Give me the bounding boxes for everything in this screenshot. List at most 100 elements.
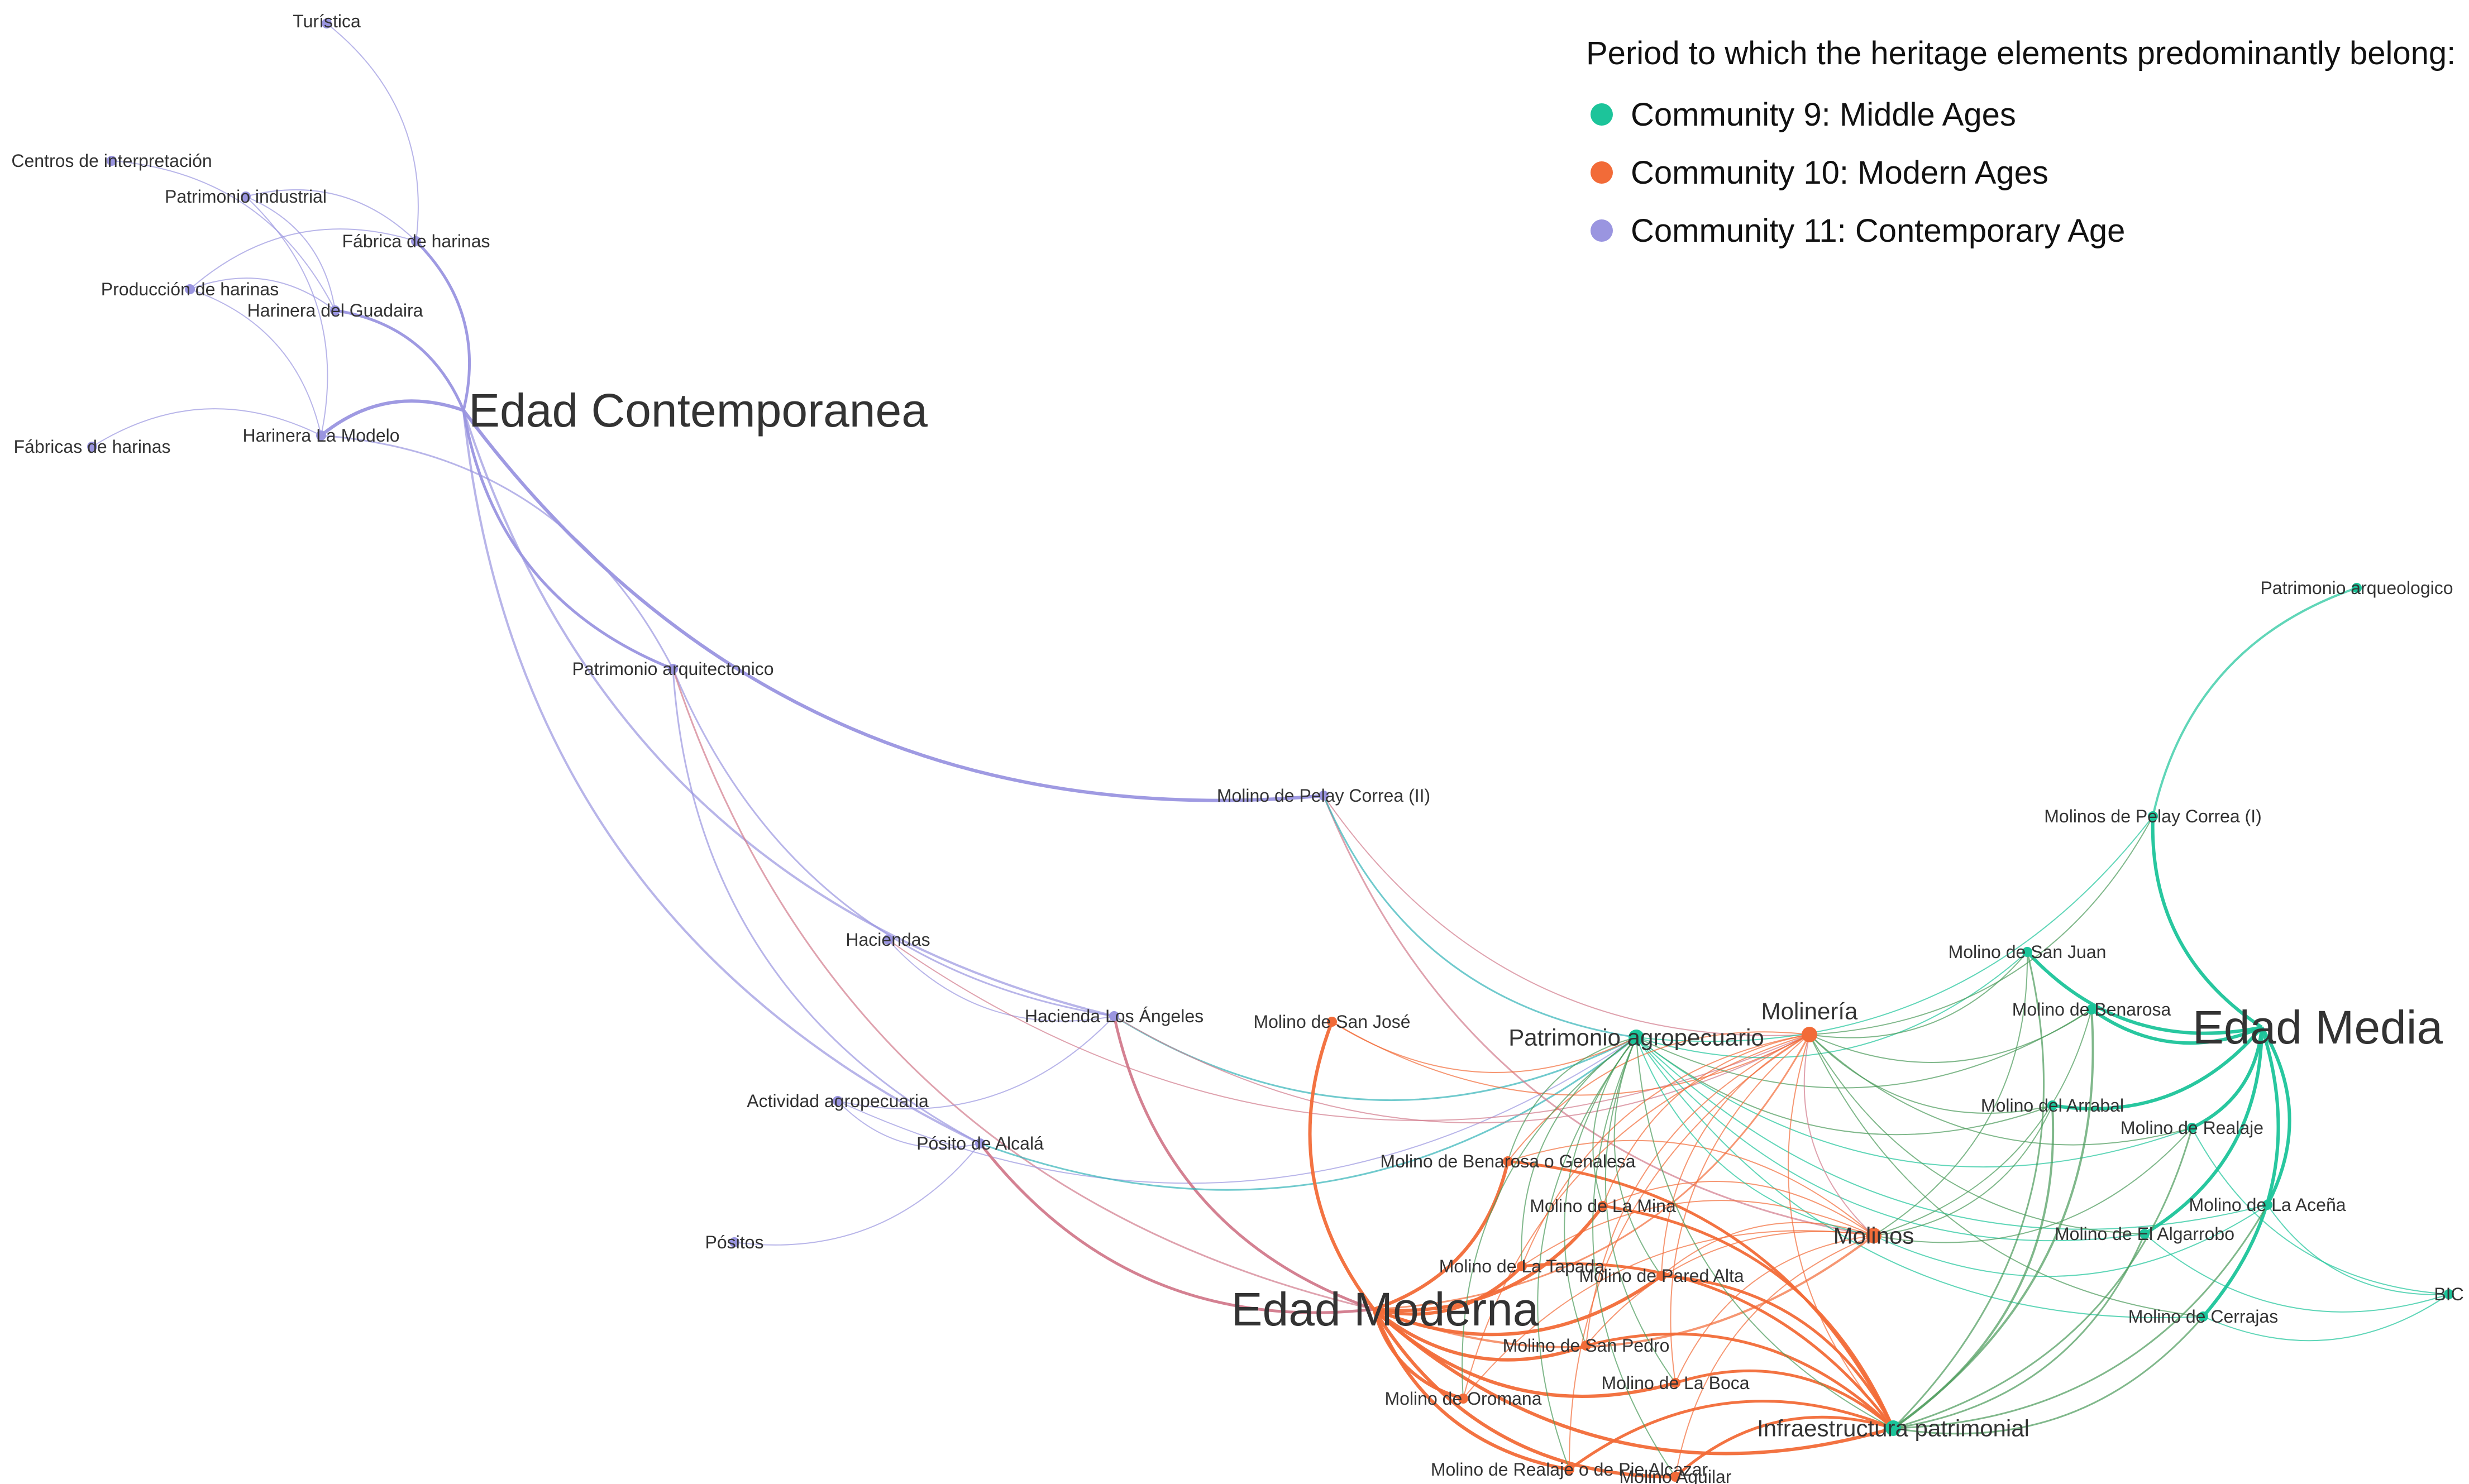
node-label-arrabal: Molino del Arrabal <box>1981 1095 2124 1116</box>
node-realajepie[interactable]: Molino de Realaje o de Pie Alcazar <box>1431 1459 1708 1480</box>
node-label-fabricas: Fábricas de harinas <box>13 437 170 457</box>
node-turistica[interactable]: Turística <box>293 11 361 31</box>
node-algarrobo[interactable]: Molino de El Algarrobo <box>2055 1224 2234 1244</box>
legend-swatch-modern-ages <box>1591 161 1613 184</box>
node-label-produccion: Producción de harinas <box>101 279 279 299</box>
node-molinos[interactable]: Molinos <box>1833 1223 1914 1249</box>
edge-edadmod-molineria <box>1373 1034 1811 1310</box>
node-fabricas[interactable]: Fábricas de harinas <box>13 437 170 457</box>
node-posito[interactable]: Pósito de Alcalá <box>916 1133 1044 1153</box>
node-label-actividad: Actividad agropecuaria <box>747 1091 929 1111</box>
node-hacienda[interactable]: Hacienda Los Ángeles <box>1025 1006 1204 1026</box>
edge-patagro-realaje <box>1636 1037 2193 1168</box>
node-patarqueo[interactable]: Patrimonio arqueologico <box>2260 578 2453 598</box>
edge-edadmod-infra <box>1372 1308 1894 1456</box>
edge-sanjose-patagro <box>1331 1021 1637 1073</box>
node-mina[interactable]: Molino de La Mina <box>1530 1196 1676 1216</box>
edge-infra-laboca <box>1675 1369 1894 1429</box>
node-label-aguilar: Molino Aguilar <box>1620 1467 1732 1484</box>
node-label-genalesa: Molino de Benarosa o Genalesa <box>1380 1151 1635 1171</box>
node-marker-pelay1 <box>2148 811 2158 821</box>
node-sanpedro[interactable]: Molino de San Pedro <box>1503 1335 1670 1356</box>
node-marker-posito <box>975 1138 985 1148</box>
node-laboca[interactable]: Molino de La Boca <box>1601 1373 1749 1393</box>
node-marker-fabrica <box>411 236 421 246</box>
edge-molinos-paredalta <box>1661 1222 1874 1276</box>
node-genalesa[interactable]: Molino de Benarosa o Genalesa <box>1380 1151 1635 1171</box>
node-patind[interactable]: Patrimonio industrial <box>165 186 327 207</box>
node-sanjose[interactable]: Molino de San José <box>1253 1012 1410 1032</box>
node-actividad[interactable]: Actividad agropecuaria <box>747 1091 929 1111</box>
node-patarq[interactable]: Patrimonio arquitectonico <box>572 659 773 679</box>
edge-modelo-fabricas <box>92 408 322 447</box>
node-edadcont[interactable]: Edad Contemporanea <box>469 384 928 437</box>
node-infra[interactable]: Infraestructura patrimonial <box>1757 1415 2029 1442</box>
node-oromana[interactable]: Molino de Oromana <box>1384 1389 1541 1409</box>
node-guadaira[interactable]: Harinera del Guadaira <box>247 300 423 320</box>
edge-molineria-arrabal <box>1809 1034 2053 1114</box>
edge-molinos-sanjuan <box>1873 951 2028 1236</box>
node-label-patind: Patrimonio industrial <box>165 186 327 207</box>
edge-infra-aguilar <box>1674 1415 1894 1478</box>
edge-algarrobo-bic <box>2144 1233 2449 1313</box>
node-label-mina: Molino de La Mina <box>1530 1196 1676 1216</box>
node-edadmedia[interactable]: Edad Media <box>2193 1001 2443 1054</box>
node-marker-positos <box>729 1237 739 1247</box>
node-label-realaje: Molino de Realaje <box>2121 1118 2263 1138</box>
node-label-sanjose: Molino de San José <box>1253 1012 1410 1032</box>
edge-infra-mina <box>1602 1204 1895 1429</box>
node-modelo[interactable]: Harinera La Modelo <box>242 425 399 446</box>
node-tapada[interactable]: Molino de La Tapada <box>1439 1256 1605 1276</box>
node-patagro[interactable]: Patrimonio agropecuario <box>1508 1025 1764 1051</box>
node-pelay2[interactable]: Molino de Pelay Correa (II) <box>1217 786 1430 806</box>
node-label-cerrajas: Molino de Cerrajas <box>2128 1306 2279 1327</box>
node-marker-oromana <box>1458 1394 1468 1404</box>
edge-molineria-infra <box>1788 1034 1894 1429</box>
node-marker-modelo <box>316 430 326 441</box>
node-edadmod[interactable]: Edad Moderna <box>1231 1283 1539 1335</box>
node-benarosa[interactable]: Molino de Benarosa <box>2012 999 2171 1019</box>
edge-molinos-realaje <box>1873 1127 2193 1243</box>
edge-edadmod-tapada <box>1373 1265 1524 1316</box>
node-positos[interactable]: Pósitos <box>705 1232 764 1252</box>
edge-molinos-tapada <box>1521 1200 1874 1267</box>
edge-infra-genalesa <box>1507 1160 1895 1429</box>
edge-haciendas-molineria <box>887 939 1810 1121</box>
node-bic[interactable]: BIC <box>2434 1284 2463 1304</box>
node-aguilar[interactable]: Molino Aguilar <box>1620 1467 1732 1484</box>
edge-patagro-oromana <box>1462 1037 1637 1399</box>
node-label-pelay2: Molino de Pelay Correa (II) <box>1217 786 1430 806</box>
edge-benarosa-edadmedia <box>2090 1008 2263 1045</box>
node-cerrajas[interactable]: Molino de Cerrajas <box>2128 1306 2279 1327</box>
legend-label-middle-ages: Community 9: Middle Ages <box>1631 96 2016 133</box>
node-label-patarqueo: Patrimonio arqueologico <box>2260 578 2453 598</box>
node-marker-aguilar <box>1670 1472 1680 1482</box>
edge-guadaira-produccion <box>189 277 336 311</box>
node-produccion[interactable]: Producción de harinas <box>101 279 279 299</box>
node-sanjuan[interactable]: Molino de San Juan <box>1949 942 2107 962</box>
edge-edadcont-hacienda <box>462 410 1115 1017</box>
edge-hacienda-edadmod <box>1112 1016 1374 1311</box>
node-acena[interactable]: Molino de La Aceña <box>2189 1195 2346 1215</box>
legend-item-middle-ages: Community 9: Middle Ages <box>1586 85 2456 143</box>
edge-infra-cerrajas <box>1893 1316 2204 1435</box>
node-realaje[interactable]: Molino de Realaje <box>2121 1118 2263 1138</box>
node-fabrica[interactable]: Fábrica de harinas <box>342 231 490 251</box>
node-label-pelay1: Molinos de Pelay Correa (I) <box>2044 806 2261 826</box>
edge-algarrobo-edadmedia <box>2143 1027 2263 1236</box>
node-marker-algarrobo <box>2140 1229 2150 1239</box>
node-haciendas[interactable]: Haciendas <box>846 930 930 950</box>
node-marker-bic <box>2444 1289 2454 1299</box>
node-arrabal[interactable]: Molino del Arrabal <box>1981 1095 2124 1116</box>
node-label-realajepie: Molino de Realaje o de Pie Alcazar <box>1431 1459 1708 1480</box>
node-molineria[interactable]: Molinería <box>1761 998 1858 1043</box>
node-paredalta[interactable]: Molino de Pared Alta <box>1579 1266 1744 1286</box>
edge-molinos-genalesa <box>1507 1140 1874 1236</box>
node-label-benarosa: Molino de Benarosa <box>2012 999 2171 1019</box>
edge-molinos-benarosa <box>1873 1009 2092 1236</box>
node-pelay1[interactable]: Molinos de Pelay Correa (I) <box>2044 806 2261 826</box>
edge-molinos-aguilar <box>1675 1235 1874 1477</box>
node-centros[interactable]: Centros de interpretación <box>11 151 212 171</box>
node-marker-patind <box>241 192 251 202</box>
